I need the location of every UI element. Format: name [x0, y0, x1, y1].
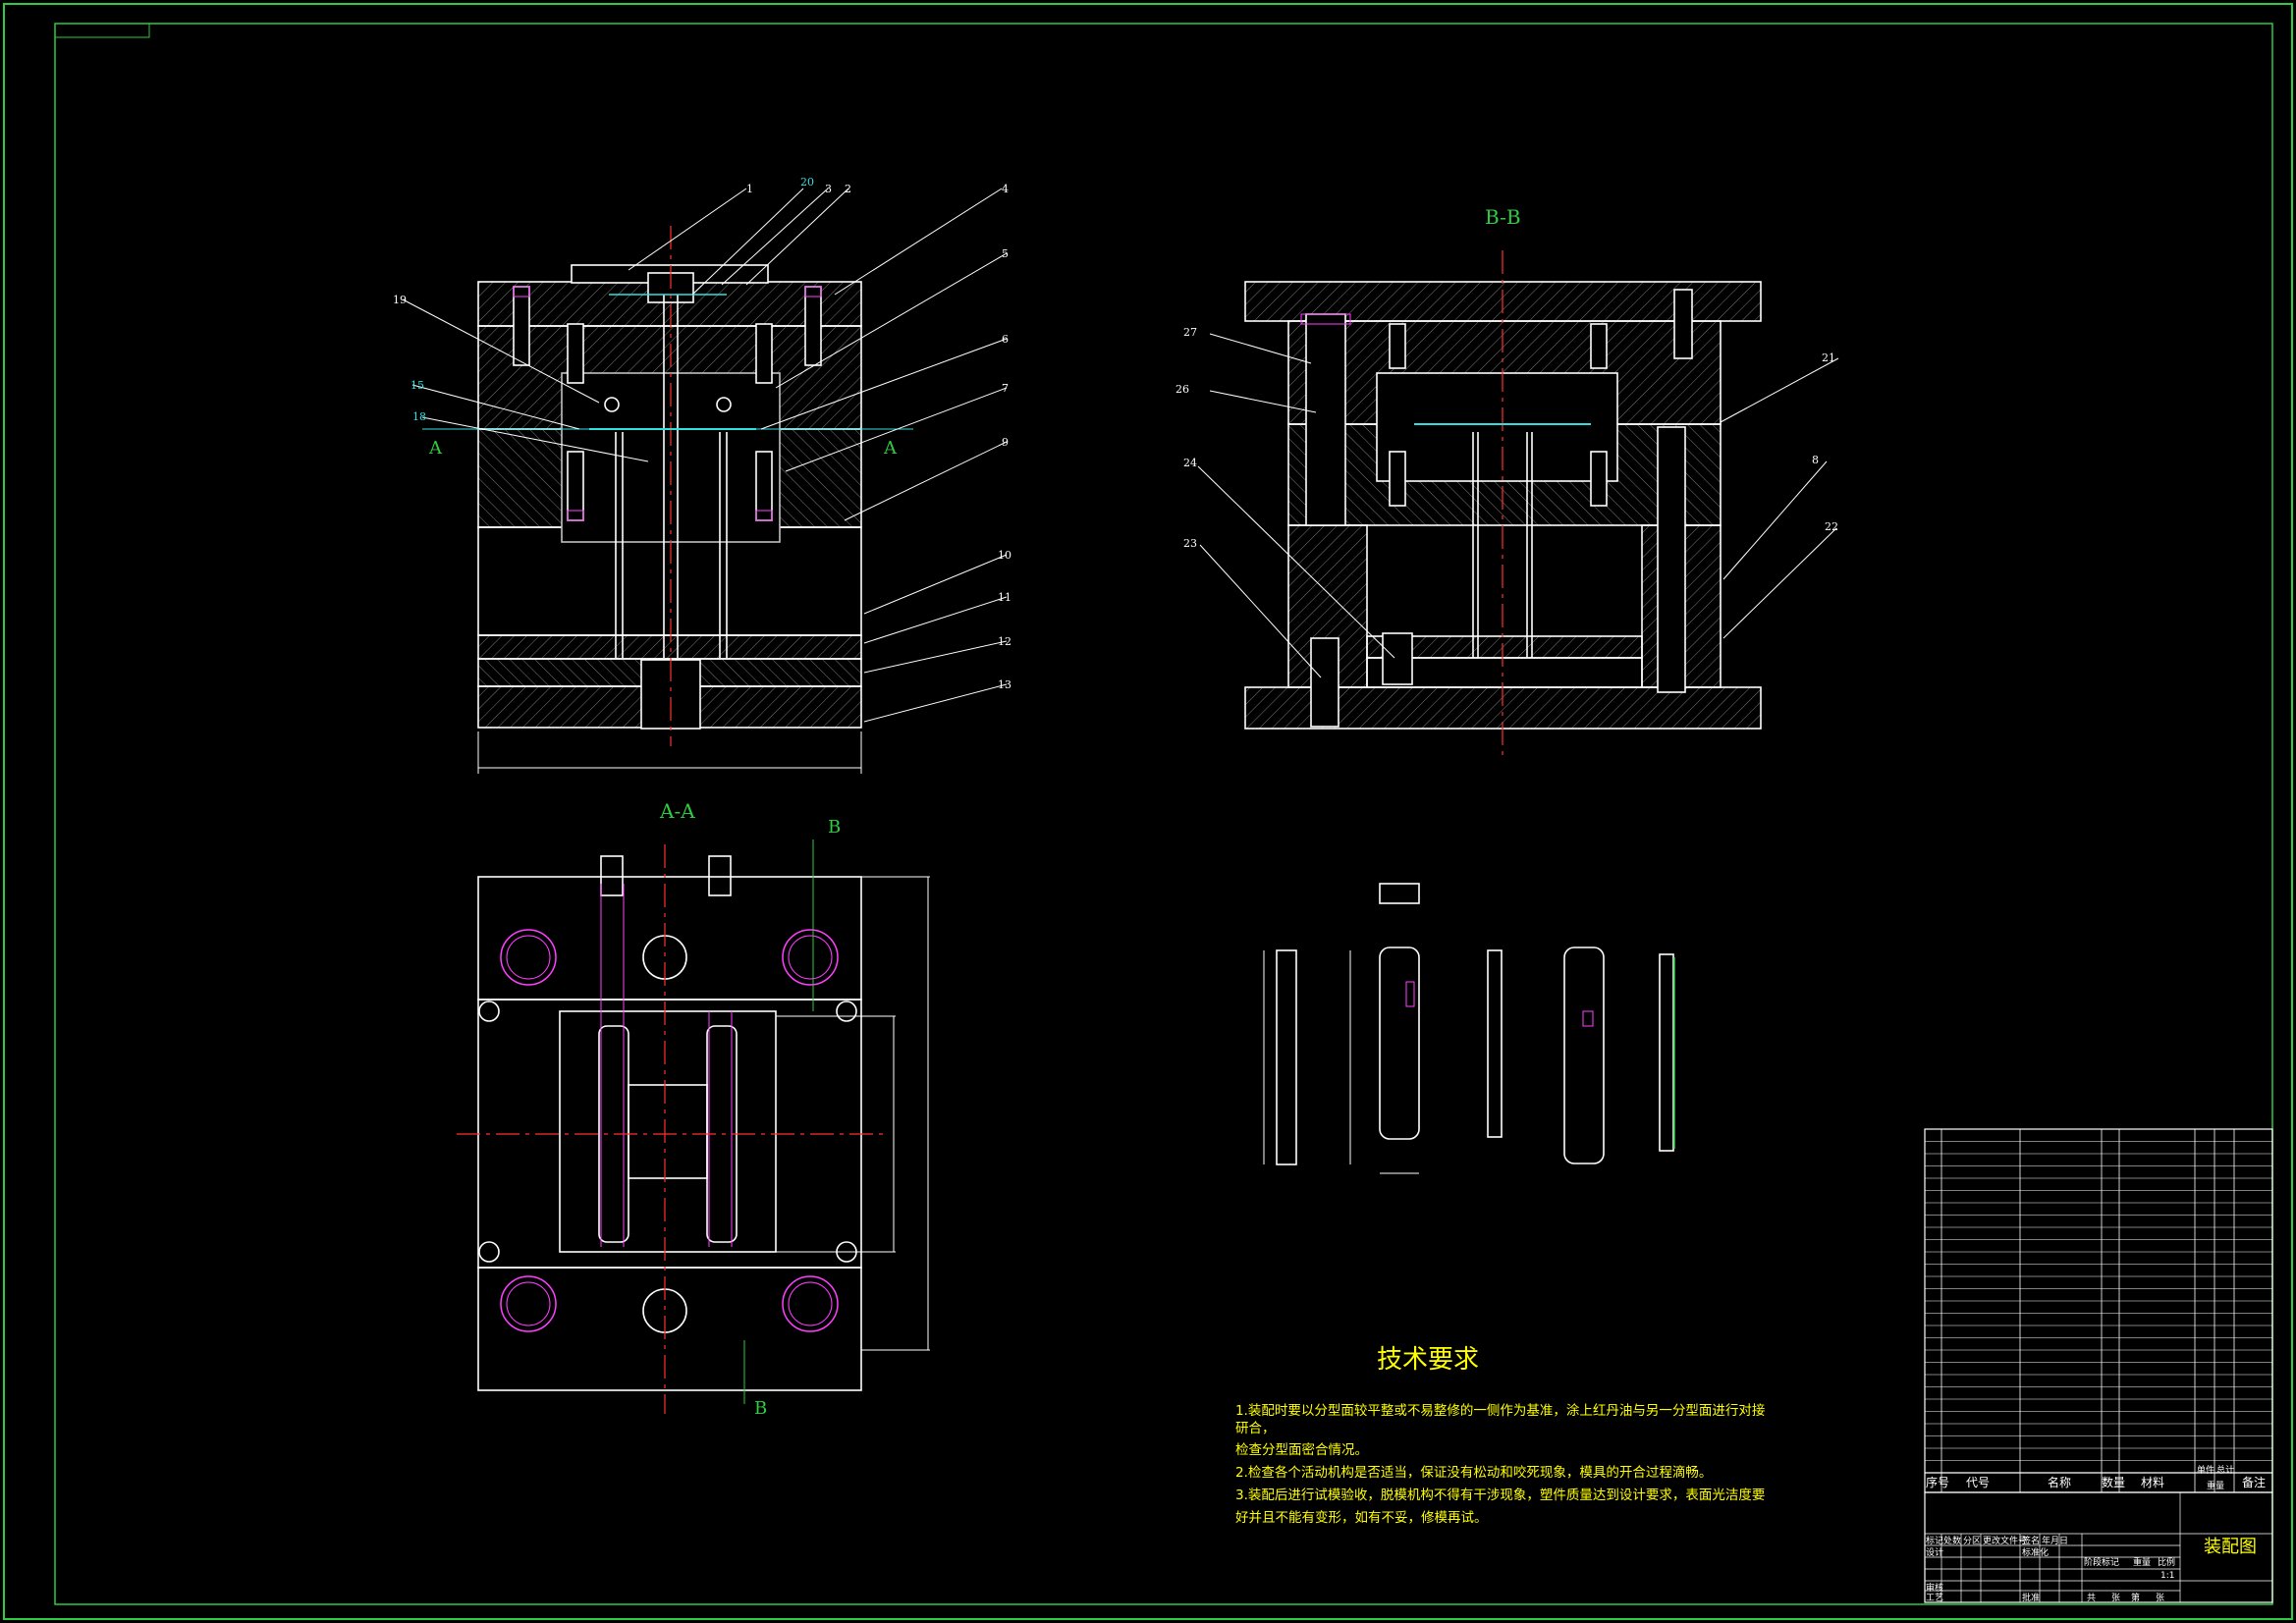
front-balloon-leaders — [402, 188, 1008, 723]
bb-balloon-labels: 27 26 24 23 21 8 22 — [1175, 326, 1838, 550]
tb-weight: 重量 — [2133, 1556, 2151, 1568]
cut-a-right-label: A — [883, 438, 898, 459]
tb-standard: 标准化 — [2022, 1546, 2049, 1558]
tb-change-doc: 更改文件号 — [1983, 1535, 2027, 1546]
tb-date: 年月日 — [2042, 1535, 2068, 1546]
bb-section-accents — [1300, 250, 1591, 761]
balloon-18: 18 — [412, 410, 426, 423]
bom-header-weight: 重量 — [2207, 1480, 2224, 1491]
tb-review: 审核 — [1926, 1582, 1943, 1594]
tb-scale: 1:1 — [2160, 1571, 2174, 1581]
bom-header-name: 名称 — [2048, 1475, 2071, 1489]
tech-req-line-1: 1.装配时要以分型面较平整或不易整修的一侧作为基准，涂上红丹油与另一分型面进行对… — [1235, 1402, 1765, 1419]
bom-header-material: 材料 — [2141, 1476, 2164, 1489]
technical-requirements: 技术要求 1.装配时要以分型面较平整或不易整修的一侧作为基准，涂上红丹油与另一分… — [1235, 1345, 1765, 1526]
bom-header-qty: 数量 — [2102, 1475, 2125, 1489]
tb-mark: 标记 — [1926, 1535, 1943, 1546]
front-section-accents — [422, 226, 913, 746]
tb-zone: 分区 — [1963, 1536, 1981, 1546]
tech-req-line-5: 3.装配后进行试模验收，脱模机构不得有干涉现象，塑件质量达到设计要求，表面光洁度… — [1235, 1487, 1765, 1503]
cut-b-top-label: B — [828, 817, 841, 838]
tb-sign: 签名 — [2022, 1535, 2040, 1546]
aa-view-title: A-A — [659, 799, 695, 823]
bom-header-remark: 备注 — [2242, 1475, 2266, 1489]
bb-balloon-leaders — [1197, 333, 1839, 678]
tb-ratio: 比例 — [2158, 1556, 2175, 1568]
bom-header-unit: 单件 — [2197, 1464, 2214, 1476]
balloon-26: 26 — [1175, 383, 1189, 396]
balloon-9: 9 — [1002, 436, 1009, 449]
tech-req-line-6: 好并且不能有变形，如有不妥，修模再试。 — [1235, 1510, 1488, 1526]
cut-a-left-label: A — [428, 438, 443, 459]
balloon-7: 7 — [1002, 382, 1009, 395]
bom-header-no: 序号 — [1926, 1475, 1949, 1489]
balloon-23: 23 — [1183, 537, 1197, 550]
part-detail-accents — [1405, 957, 1675, 1149]
aa-plan-accents — [457, 839, 889, 1414]
front-balloon-labels: 1 20 3 2 4 5 6 7 9 10 11 12 13 19 15 18 — [393, 176, 1011, 691]
bb-view-title: B-B — [1485, 205, 1521, 229]
balloon-15: 15 — [410, 379, 424, 392]
balloon-24: 24 — [1183, 457, 1197, 469]
balloon-1: 1 — [746, 183, 753, 195]
tech-req-line-3: 检查分型面密合情况。 — [1235, 1441, 1368, 1458]
front-section-view — [477, 264, 862, 774]
bom-table: 序号 代号 名称 数量 材料 单件 总计 备注 重量 — [1924, 1128, 2273, 1493]
tb-count: 处数 — [1943, 1535, 1961, 1546]
tb-approve: 批准 — [2022, 1592, 2040, 1603]
tb-sheets-total: 共 — [2087, 1593, 2096, 1603]
tech-req-heading: 技术要求 — [1377, 1345, 1479, 1375]
title-block: 标记 处数 分区 更改文件号 签名 年月日 设计 标准化 审核 工艺 批准 阶段… — [1924, 1491, 2273, 1603]
tb-design: 设计 — [1926, 1546, 1943, 1558]
cut-b-bottom-label: B — [754, 1398, 767, 1419]
balloon-6: 6 — [1002, 333, 1009, 346]
balloon-27: 27 — [1183, 326, 1197, 339]
balloon-13: 13 — [998, 678, 1011, 691]
balloon-20: 20 — [800, 176, 814, 189]
bom-header-code: 代号 — [1966, 1476, 1990, 1489]
balloon-22: 22 — [1825, 520, 1838, 533]
sheet-border — [3, 3, 2293, 1620]
part-detail-views — [1263, 883, 1674, 1174]
balloon-2: 2 — [845, 183, 851, 195]
balloon-19: 19 — [393, 294, 407, 306]
tech-req-line-4: 2.检查各个活动机构是否适当，保证没有松动和咬死现象，模具的开合过程滴畅。 — [1235, 1464, 1712, 1481]
tb-sheet-no: 第 — [2131, 1592, 2140, 1603]
tech-req-line-2: 研合， — [1235, 1421, 1276, 1436]
balloon-4: 4 — [1002, 183, 1009, 195]
tb-sheets-unit: 张 — [2111, 1593, 2120, 1603]
balloon-11: 11 — [998, 591, 1011, 604]
balloon-8: 8 — [1812, 454, 1819, 466]
balloon-10: 10 — [998, 549, 1011, 562]
balloon-21: 21 — [1822, 352, 1835, 364]
balloon-5: 5 — [1002, 247, 1009, 260]
tb-process: 工艺 — [1926, 1593, 1943, 1603]
tb-sheet-unit: 张 — [2156, 1593, 2164, 1603]
tb-stage: 阶段标记 — [2084, 1556, 2119, 1568]
bom-header-total: 总计 — [2216, 1464, 2234, 1476]
title-block-name: 装配图 — [2204, 1537, 2257, 1557]
balloon-12: 12 — [998, 635, 1011, 648]
balloon-3: 3 — [825, 183, 832, 195]
